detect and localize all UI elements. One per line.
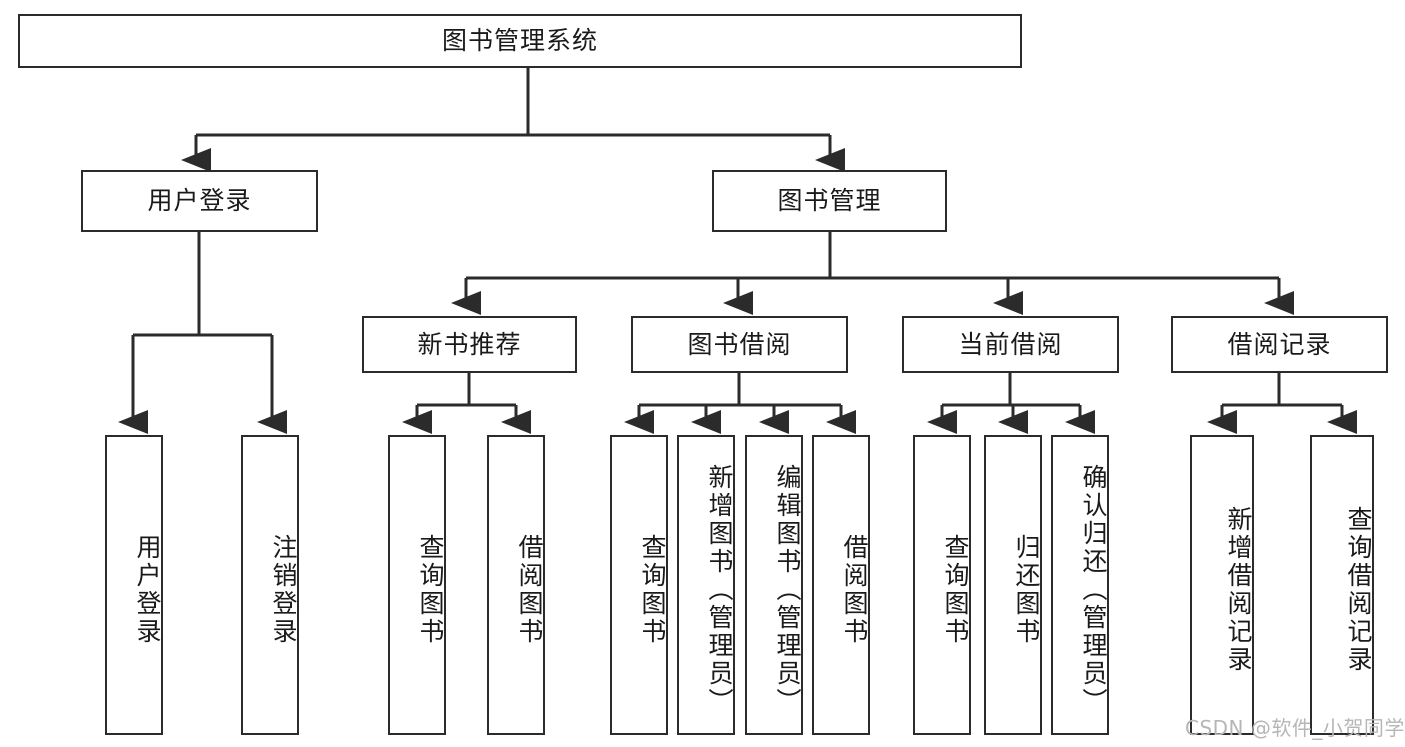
leaf-edit-book-label: 编辑图书（管理员） — [773, 464, 802, 716]
leaf-query-record[interactable]: 查询借阅记录 — [1310, 435, 1374, 735]
leaf-confirm-return-label: 确认归还（管理员） — [1079, 464, 1108, 716]
node-new-book-recommend-label: 新书推荐 — [417, 329, 522, 359]
leaf-query-record-label: 查询借阅记录 — [1344, 506, 1373, 674]
node-current-borrow[interactable]: 当前借阅 — [902, 316, 1119, 373]
node-root-label: 图书管理系统 — [441, 26, 598, 56]
node-user-login[interactable]: 用户登录 — [81, 170, 318, 232]
leaf-borrow-book-2-label: 借阅图书 — [840, 534, 869, 646]
leaf-return-book[interactable]: 归还图书 — [984, 435, 1042, 735]
leaf-user-login[interactable]: 用户登录 — [105, 435, 163, 735]
node-book-borrow[interactable]: 图书借阅 — [631, 316, 848, 373]
leaf-borrow-book-1-label: 借阅图书 — [515, 534, 544, 646]
leaf-add-book-label: 新增图书（管理员） — [705, 464, 734, 716]
leaf-user-login-label: 用户登录 — [133, 534, 162, 646]
watermark: CSDN @软件_小贺同学 — [1185, 716, 1405, 740]
leaf-query-book-3-label: 查询图书 — [941, 534, 970, 646]
leaf-add-record[interactable]: 新增借阅记录 — [1190, 435, 1254, 735]
leaf-query-book-1[interactable]: 查询图书 — [388, 435, 446, 735]
node-new-book-recommend[interactable]: 新书推荐 — [362, 316, 577, 373]
leaf-query-book-3[interactable]: 查询图书 — [913, 435, 971, 735]
node-book-manage-label: 图书管理 — [777, 186, 882, 216]
leaf-add-book[interactable]: 新增图书（管理员） — [677, 435, 735, 735]
node-current-borrow-label: 当前借阅 — [958, 329, 1063, 359]
node-root[interactable]: 图书管理系统 — [18, 14, 1022, 68]
leaf-add-record-label: 新增借阅记录 — [1224, 506, 1253, 674]
node-borrow-record[interactable]: 借阅记录 — [1171, 316, 1388, 373]
node-borrow-record-label: 借阅记录 — [1227, 329, 1332, 359]
leaf-query-book-2[interactable]: 查询图书 — [610, 435, 668, 735]
leaf-borrow-book-2[interactable]: 借阅图书 — [812, 435, 870, 735]
leaf-borrow-book-1[interactable]: 借阅图书 — [487, 435, 545, 735]
node-book-manage[interactable]: 图书管理 — [712, 170, 947, 232]
leaf-edit-book[interactable]: 编辑图书（管理员） — [745, 435, 803, 735]
leaf-confirm-return[interactable]: 确认归还（管理员） — [1051, 435, 1109, 735]
leaf-user-logout[interactable]: 注销登录 — [241, 435, 299, 735]
node-user-login-label: 用户登录 — [147, 186, 252, 216]
leaf-query-book-2-label: 查询图书 — [638, 534, 667, 646]
leaf-query-book-1-label: 查询图书 — [416, 534, 445, 646]
node-book-borrow-label: 图书借阅 — [687, 329, 792, 359]
leaf-return-book-label: 归还图书 — [1012, 534, 1041, 646]
leaf-user-logout-label: 注销登录 — [269, 534, 298, 646]
